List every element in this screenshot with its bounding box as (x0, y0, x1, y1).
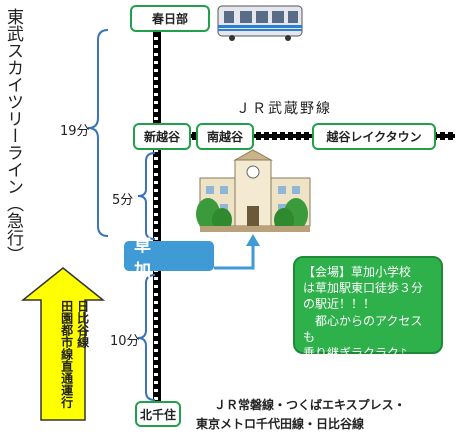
station-soka: 草 加 (124, 236, 214, 281)
station-minamikoshigaya: 南越谷 (196, 123, 254, 150)
school-building-illustration (196, 149, 311, 232)
connector-arrow (214, 242, 255, 270)
station-kasukabe: 春日部 (130, 5, 210, 32)
callout-line-4: 都心からのアクセスも (303, 313, 423, 344)
time-10min: 10分 (110, 334, 140, 349)
time-19min: 19分 (60, 124, 90, 139)
line-name: 東武スカイツリーライン（急行） (3, 8, 23, 263)
callout-line-3: の駅近！！！ (303, 297, 376, 312)
kitasenju-transfer-lines: ＪＲ常磐線・つくばエキスプレス・ 東京メトロ千代田線・日比谷線 (196, 396, 406, 434)
callout-line-2: は草加駅東口徒歩３分 (303, 281, 424, 296)
jr-musashino-line-label: ＪＲ武蔵野線 (236, 101, 332, 117)
transfer-line-2: 東京メトロ千代田線・日比谷線 (196, 417, 365, 432)
station-kitasenju: 北千住 (135, 401, 181, 427)
bracket-10min (137, 274, 156, 401)
train-illustration (217, 5, 303, 41)
bracket-5min (137, 152, 156, 240)
tobu-track (153, 30, 161, 418)
through-service-col1: 日比谷線 (75, 300, 90, 348)
bracket-19min (87, 29, 109, 237)
station-koshigaya-laketown: 越谷レイクタウン (312, 123, 436, 150)
station-shinkoshigaya: 新越谷 (133, 123, 191, 150)
callout-line-1: 【会場】草加小学校 (303, 265, 412, 279)
time-5min: 5分 (112, 193, 134, 208)
through-service-arrow (20, 267, 106, 421)
venue-callout: 【会場】草加小学校 は草加駅東口徒歩３分 の駅近！！！ 都心からのアクセスも 乗… (293, 256, 443, 360)
callout-line-5: 乗り継ぎラクラク♪ (303, 345, 407, 360)
through-service-col2: 田園都市線直通運行 (59, 300, 74, 408)
transfer-line-1: ＪＲ常磐線・つくばエキスプレス・ (214, 398, 406, 412)
